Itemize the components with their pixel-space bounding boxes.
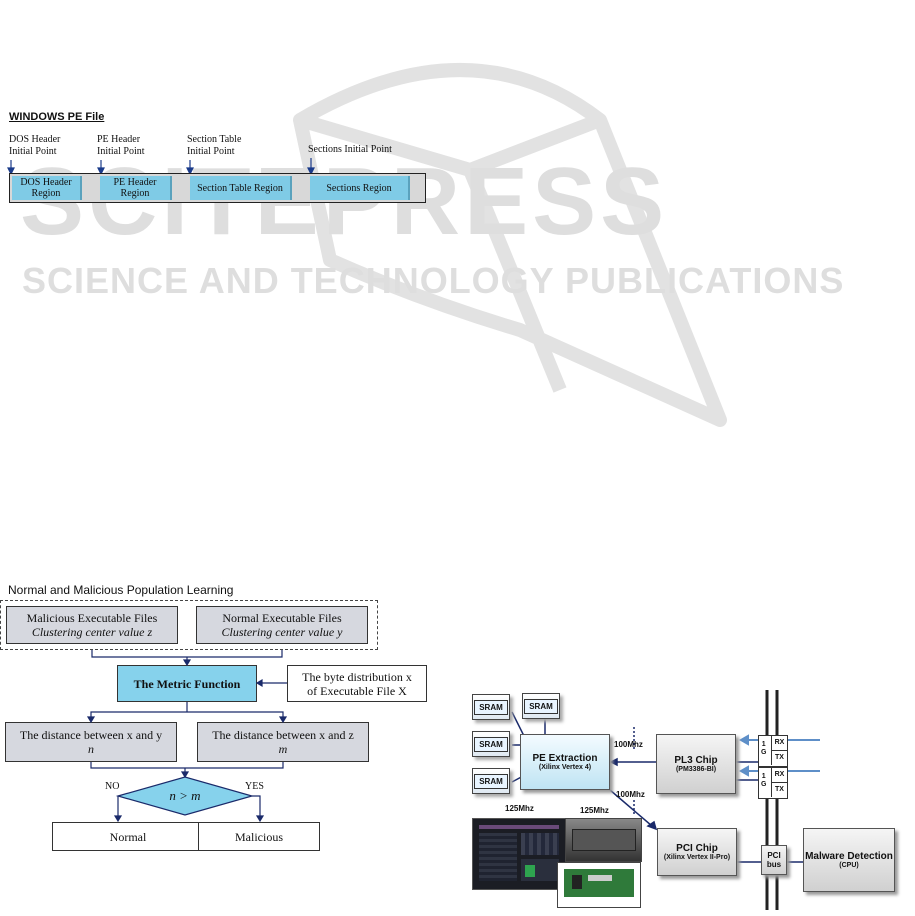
pe-region-section-table: Section Table Region	[190, 176, 292, 200]
monitor-screenshot-image	[472, 818, 566, 890]
pci-chip-box: PCI Chip (Xilinx Vertex II-Pro)	[657, 828, 737, 876]
decision-label: n > m	[169, 788, 201, 803]
pe-figure-title: WINDOWS PE File	[9, 111, 105, 123]
pe-region-sections: Sections Region	[310, 176, 410, 200]
decision-yes-label: YES	[245, 781, 264, 792]
freq-100mhz-top: 100Mhz	[614, 740, 643, 749]
freq-125mhz-left: 125Mhz	[505, 804, 534, 813]
pe-extraction-box: PE Extraction (Xilinx Vertex 4)	[520, 734, 610, 790]
metric-function-box: The Metric Function	[117, 665, 257, 702]
freq-125mhz-right: 125Mhz	[580, 806, 609, 815]
malware-detection-box: Malware Detection (CPU)	[803, 828, 895, 892]
fpga-board-image	[557, 862, 641, 908]
population-group	[0, 600, 378, 650]
decision-no-label: NO	[105, 781, 120, 792]
flowchart-title: Normal and Malicious Population Learning	[8, 583, 234, 597]
server-chassis-image	[565, 818, 642, 862]
pl3-chip-box: PL3 Chip (PM3386-BI)	[656, 734, 736, 794]
sram-2: SRAM	[522, 693, 560, 719]
freq-100mhz-bottom: 100Mhz	[616, 790, 645, 799]
sram-4: SRAM	[472, 768, 510, 794]
pe-pointer-sections: Sections Initial Point	[308, 144, 392, 155]
sram-3: SRAM	[472, 731, 510, 757]
normal-result-box: Normal	[52, 822, 204, 851]
sram-1: SRAM	[472, 694, 510, 720]
malicious-result-box: Malicious	[198, 822, 320, 851]
pci-bus-box: PCI bus	[761, 845, 787, 875]
watermark-tagline: SCIENCE AND TECHNOLOGY PUBLICATIONS	[22, 260, 845, 301]
